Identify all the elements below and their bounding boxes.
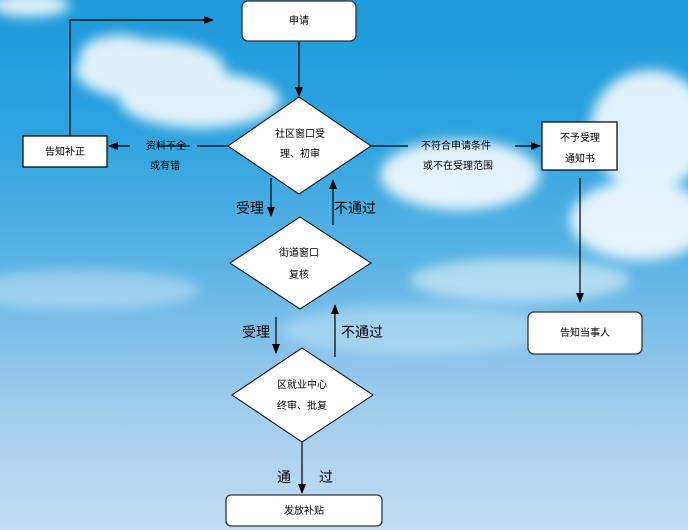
node-issue-subsidy-label: 发放补贴 [284, 504, 324, 517]
node-reject-notice: 不予受理 通知书 [541, 121, 618, 171]
edge-label-not-eligible-line2: 或不在受理范围 [423, 159, 493, 172]
node-community-review: 社区窗口受 理、初审 [227, 96, 372, 195]
node-community-line1: 社区窗口受 [275, 127, 325, 140]
node-street-review: 街道窗口 复核 [229, 216, 372, 310]
node-apply: 申请 [241, 0, 357, 42]
cloud [80, 35, 160, 75]
node-community-line2: 理、初审 [280, 147, 320, 160]
cloud [0, 0, 70, 17]
cloud [0, 270, 200, 310]
edge-label-incomplete-line2: 或有错 [150, 159, 180, 172]
node-inform-party-label: 告知当事人 [560, 326, 610, 339]
cloud [570, 180, 688, 260]
cloud [120, 72, 280, 128]
edge-label-reject1: 不通过 [334, 201, 376, 217]
edge-label-pass-left: 通 [277, 470, 291, 486]
edge-label-accept2: 受理 [242, 325, 270, 341]
cloud [410, 258, 630, 302]
node-notify-fix: 告知补正 [22, 135, 108, 168]
node-street-line2: 复核 [289, 268, 309, 281]
edge-label-not-eligible-line1: 不符合申请条件 [421, 139, 491, 152]
edge-label-accept1: 受理 [236, 201, 264, 217]
cloud [380, 140, 540, 210]
edge-label-incomplete-line1: 资料不全 [146, 139, 186, 152]
node-inform-party: 告知当事人 [527, 311, 643, 355]
node-street-line1: 街道窗口 [279, 246, 319, 259]
node-issue-subsidy: 发放补贴 [225, 494, 383, 527]
node-reject-notice-line1: 不予受理 [560, 132, 600, 144]
node-notify-fix-label: 告知补正 [45, 145, 85, 158]
node-reject-notice-line2: 通知书 [565, 152, 595, 165]
edge-notify-fix-to-apply [69, 16, 214, 136]
node-district-approval: 区就业中心 终审、批复 [231, 347, 374, 443]
edge-label-reject2: 不通过 [341, 325, 383, 341]
node-district-line2: 终审、批复 [277, 399, 327, 412]
clouds [0, 0, 688, 355]
edge-label-pass-right: 过 [319, 470, 333, 486]
node-district-line1: 区就业中心 [277, 378, 327, 391]
cloud [280, 305, 560, 355]
node-apply-label: 申请 [289, 14, 309, 27]
